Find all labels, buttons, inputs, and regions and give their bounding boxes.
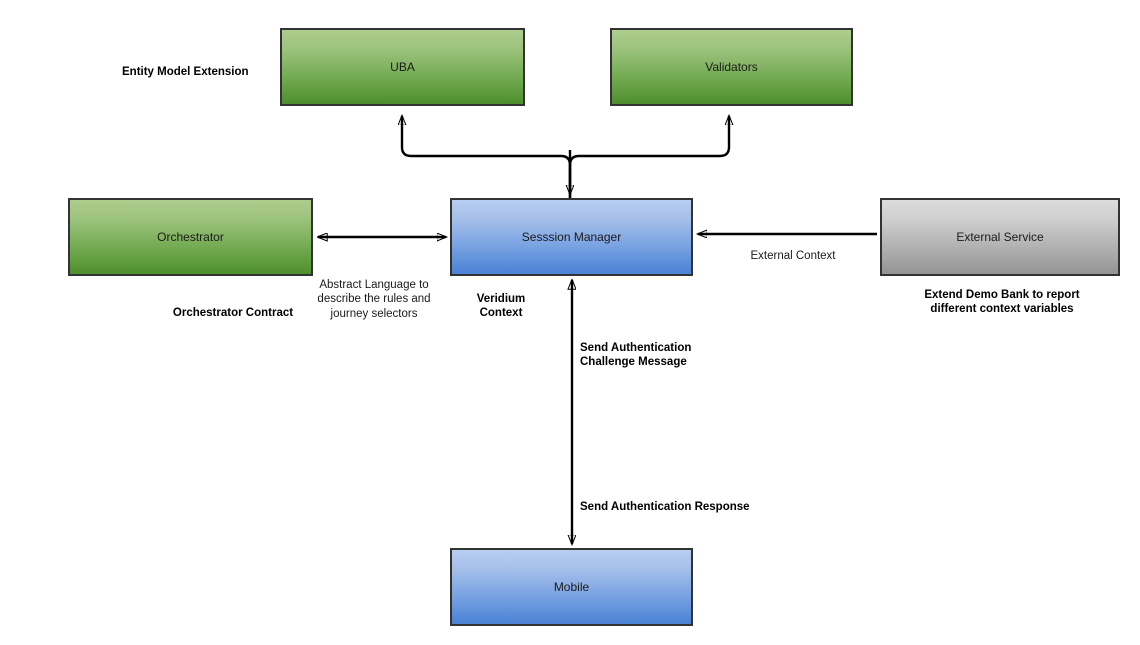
annotation-abstract-language: Abstract Language to describe the rules … <box>317 279 431 320</box>
node-mobile[interactable]: Mobile <box>450 548 693 626</box>
node-session-manager[interactable]: Sesssion Manager <box>450 198 693 276</box>
annotation-send-auth-response: Send Authentication Response <box>580 501 750 513</box>
node-external-service[interactable]: External Service <box>880 198 1120 276</box>
annotation-orchestrator-contract: Orchestrator Contract <box>172 307 294 319</box>
node-external-service-label: External Service <box>956 229 1044 244</box>
annotation-send-auth-challenge: Send Authentication Challenge Message <box>580 342 692 369</box>
node-validators-label: Validators <box>705 59 758 74</box>
node-validators[interactable]: Validators <box>610 28 853 106</box>
annotation-external-context: External Context <box>750 250 836 262</box>
node-uba-label: UBA <box>390 59 415 74</box>
annotation-extend-demo-bank: Extend Demo Bank to report different con… <box>924 289 1080 316</box>
node-uba[interactable]: UBA <box>280 28 525 106</box>
node-orchestrator[interactable]: Orchestrator <box>68 198 313 276</box>
node-session-manager-label: Sesssion Manager <box>521 229 622 244</box>
connector-session-to-validators <box>568 116 729 198</box>
annotation-veridium-context: Veridium Context <box>476 293 526 320</box>
node-mobile-label: Mobile <box>553 579 590 594</box>
node-orchestrator-label: Orchestrator <box>157 229 224 244</box>
annotation-entity-model-extension: Entity Model Extension <box>122 66 249 78</box>
connector-session-to-uba <box>402 116 572 198</box>
